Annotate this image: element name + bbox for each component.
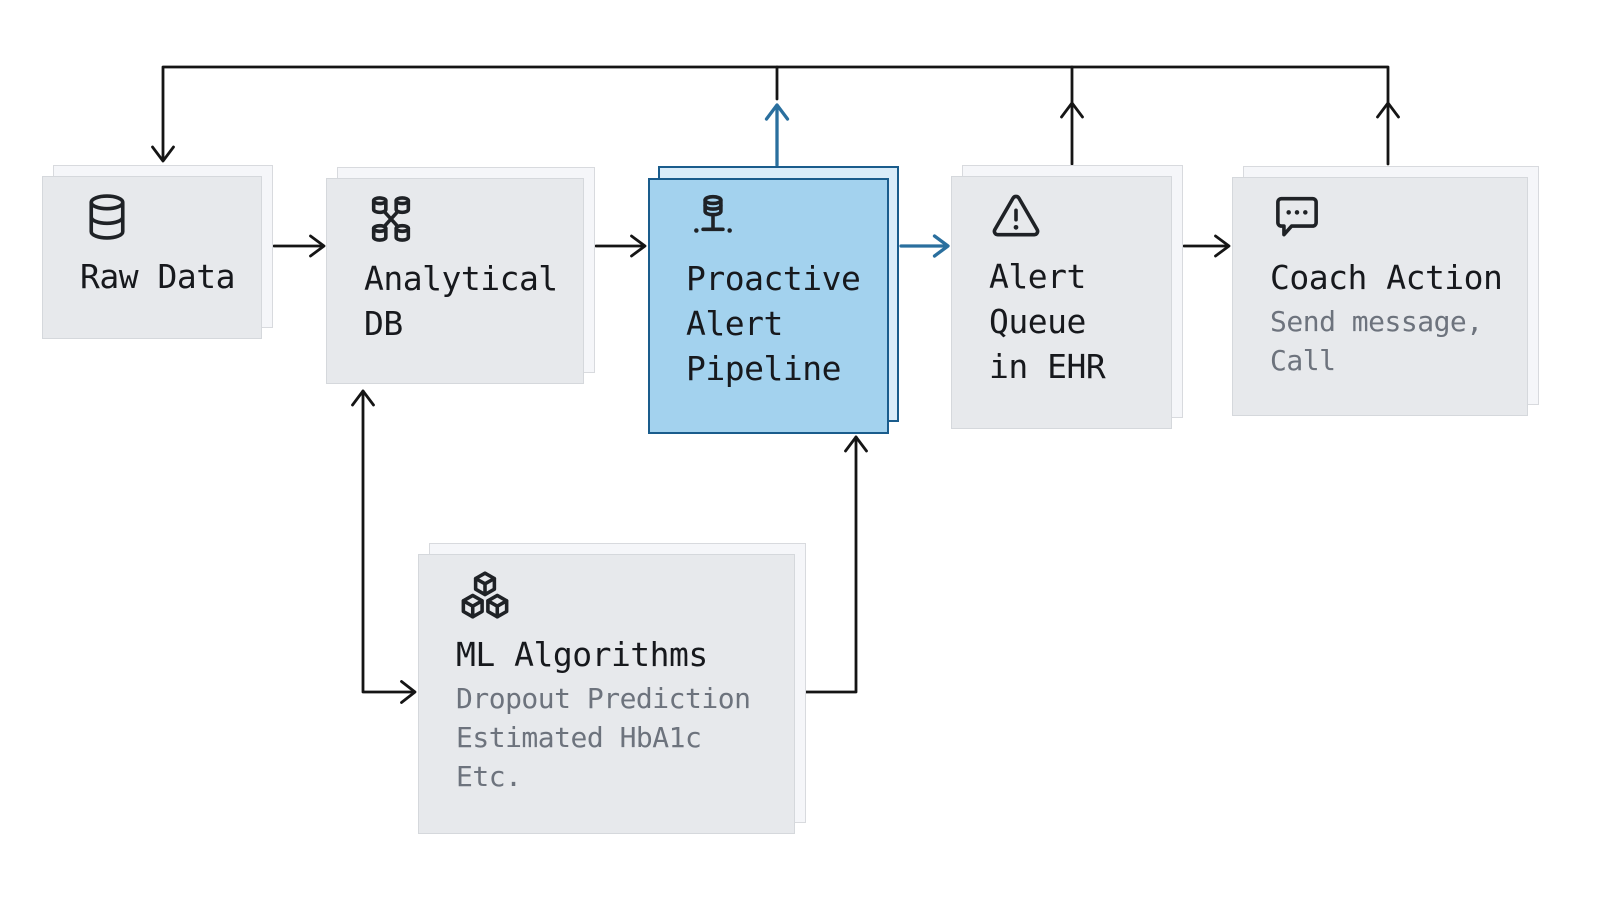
arrowhead-down-into-raw-data — [151, 145, 175, 163]
node-sublabel: Send message, Call — [1270, 305, 1483, 377]
arrowhead-up-into-analytical — [351, 389, 375, 407]
node-proactive-alert-pipeline: Proactive Alert Pipeline — [648, 166, 899, 434]
node-sublabel: Dropout Prediction Estimated HbA1c Etc. — [456, 682, 751, 793]
node-label: Coach Action — [1270, 258, 1503, 297]
node-ml-algorithms: ML Algorithms Dropout Prediction Estimat… — [418, 543, 806, 834]
node-raw-data: Raw Data — [42, 165, 273, 339]
database-network-icon — [694, 194, 732, 233]
ml-to-pipeline-elbow — [804, 435, 858, 694]
arrowhead-up-into-pipeline — [844, 435, 868, 453]
message-dots-icon — [1276, 196, 1318, 237]
arrowhead-up-alert-queue — [1060, 101, 1084, 119]
arrowhead-analytical-to-pipeline — [630, 234, 647, 258]
arrowhead-pipeline-to-alertqueue-blue — [932, 234, 950, 258]
database-cluster-icon — [371, 196, 411, 242]
arrowhead-alertqueue-to-coach — [1214, 234, 1231, 258]
cubes-icon — [461, 571, 509, 619]
database-icon — [89, 194, 125, 240]
node-label: Raw Data — [80, 257, 235, 296]
arrowhead-up-blue-pipeline — [764, 103, 790, 121]
node-label: Analytical DB — [364, 259, 558, 343]
node-analytical-db: Analytical DB — [326, 167, 595, 384]
node-label: Alert Queue in EHR — [989, 257, 1106, 386]
alert-triangle-icon — [992, 194, 1040, 237]
node-alert-queue-in-ehr: Alert Queue in EHR — [951, 165, 1183, 429]
top-feedback-line — [161, 65, 1390, 166]
analytical-to-ml-elbow — [361, 389, 414, 694]
arrowhead-right-into-ml — [400, 680, 417, 704]
node-label: Proactive Alert Pipeline — [686, 259, 861, 388]
arrowhead-raw-to-analytical — [309, 234, 326, 258]
arrowhead-up-coach-action — [1376, 101, 1400, 119]
node-label: ML Algorithms — [456, 635, 708, 674]
node-coach-action: Coach Action Send message, Call — [1232, 166, 1539, 416]
